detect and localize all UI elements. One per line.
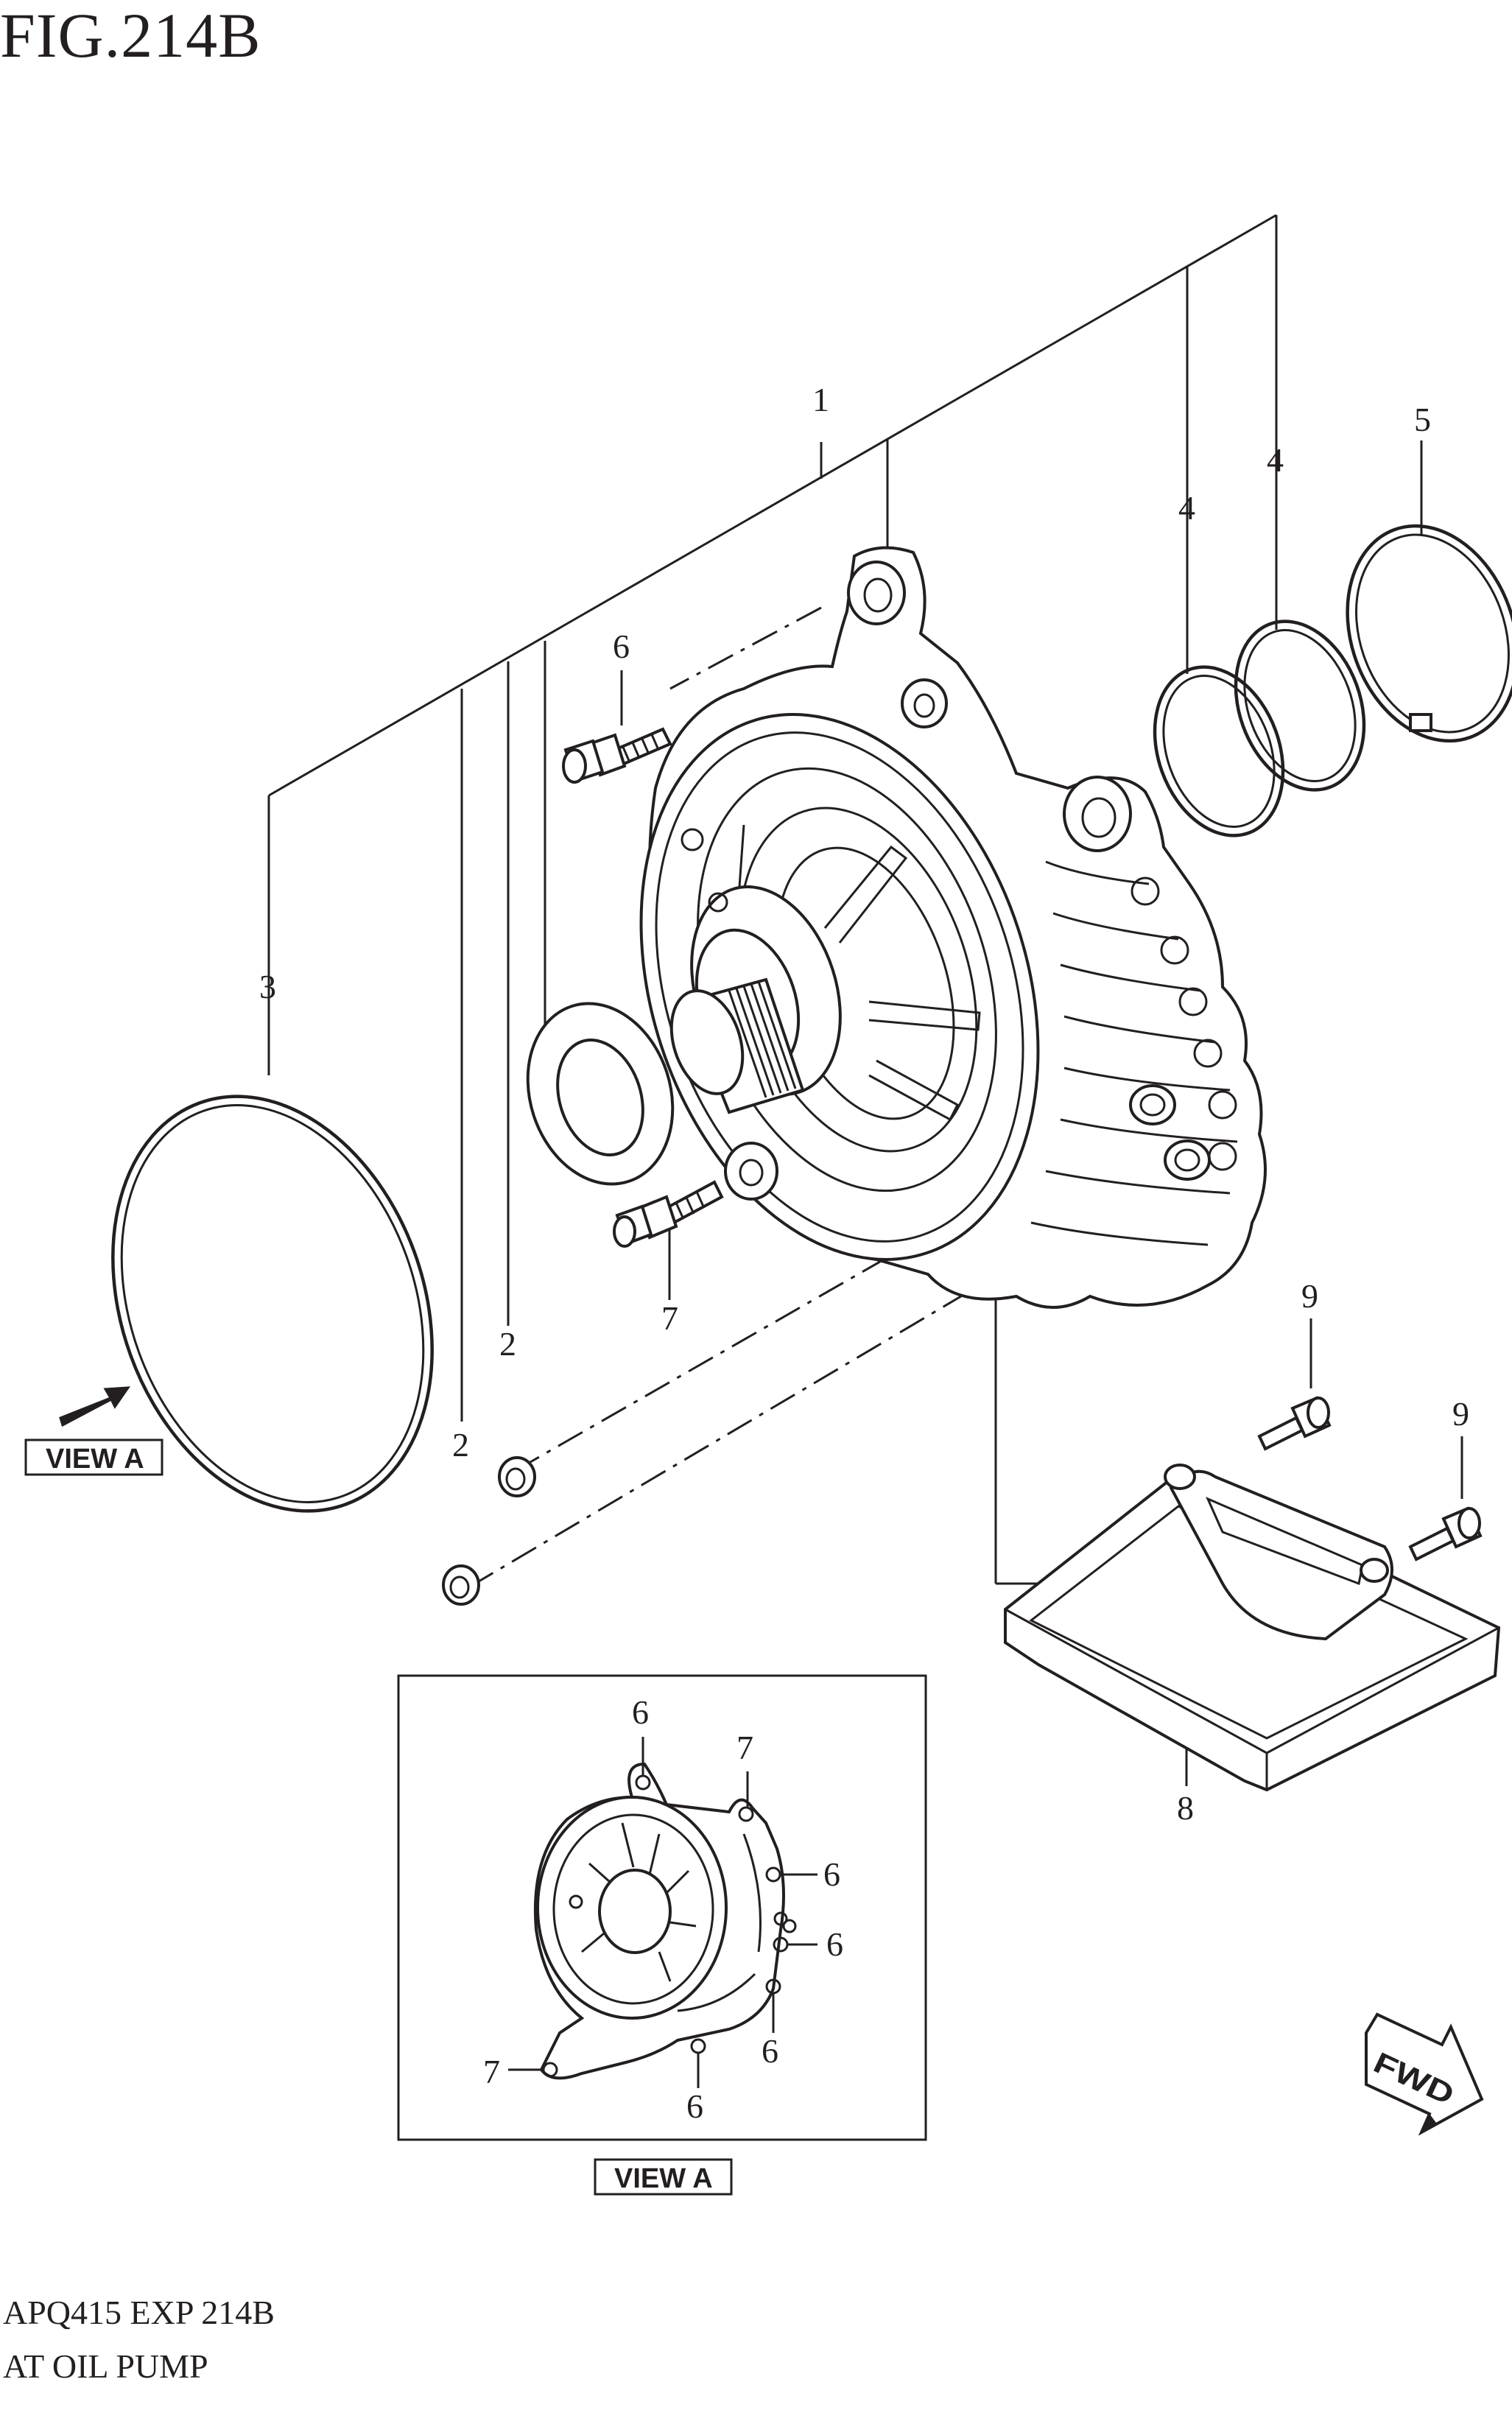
fwd-arrow-icon: FWD (1365, 2012, 1484, 2136)
callout-5: 5 (1414, 401, 1431, 438)
oil-seal (526, 1002, 675, 1186)
seal-ring-4b (1234, 619, 1366, 792)
figure-title: FIG.214B (0, 0, 261, 71)
o-ring-large (111, 1095, 434, 1513)
bolt-7 (613, 1180, 724, 1248)
oil-pump-body (639, 546, 1267, 1309)
inset-callout-7-top: 7 (736, 1729, 753, 1766)
callout-6: 6 (613, 628, 630, 665)
bolt-6 (562, 727, 672, 784)
seal-ring-4a (1153, 665, 1285, 837)
oil-strainer (1004, 1464, 1501, 1792)
small-seal-2a (498, 1456, 536, 1497)
callout-3: 3 (259, 968, 276, 1005)
inset-callout-6-bottom: 6 (686, 2087, 703, 2125)
footer-assembly-name: AT OIL PUMP (3, 2347, 208, 2385)
callout-4b: 4 (1267, 441, 1284, 479)
view-a-label-main: VIEW A (24, 1438, 163, 1476)
inset-callout-6-top: 6 (632, 1693, 649, 1731)
snap-ring-5 (1346, 524, 1512, 743)
callout-8: 8 (1177, 1789, 1194, 1827)
footer-model-code: APQ415 EXP 214B (3, 2294, 275, 2331)
callout-numbers: 1 2 2 3 4 4 5 6 7 8 9 9 6 7 6 6 6 6 7 (259, 381, 1469, 2125)
inset-callout-6-r2: 6 (826, 1925, 843, 1963)
view-a-inset: VIEW A (397, 1674, 927, 2196)
view-a-arrow-icon (59, 1386, 130, 1427)
callout-9b: 9 (1452, 1395, 1469, 1433)
inset-callout-6-r1: 6 (823, 1855, 840, 1893)
inset-callout-7-left: 7 (483, 2053, 500, 2090)
small-seal-2b (442, 1564, 480, 1606)
callout-9a: 9 (1301, 1277, 1318, 1315)
inset-callout-6-r3: 6 (762, 2032, 778, 2070)
view-a-text-main: VIEW A (46, 1444, 144, 1475)
callout-1: 1 (812, 381, 829, 418)
callout-2b: 2 (452, 1426, 469, 1464)
callout-4a: 4 (1178, 489, 1195, 527)
callout-2a: 2 (499, 1325, 516, 1363)
view-a-text-inset: VIEW A (614, 2163, 713, 2194)
bolt-9b (1408, 1506, 1483, 1561)
bolt-9a (1257, 1396, 1332, 1451)
callout-7: 7 (661, 1299, 678, 1337)
